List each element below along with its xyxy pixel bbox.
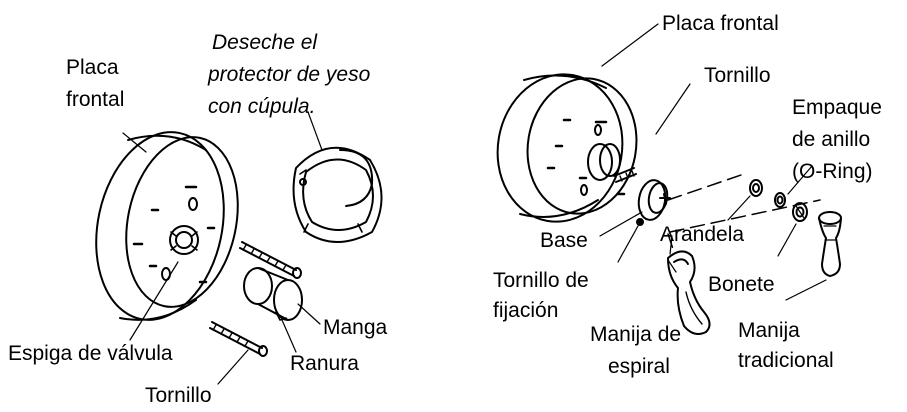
traditional-handle-drawing xyxy=(818,211,842,277)
washer-drawing xyxy=(749,179,763,197)
leader-left-faceplate xyxy=(122,132,147,153)
label-oring-line3: (O-Ring) xyxy=(792,160,873,183)
label-discard-line1: Deseche el xyxy=(212,31,318,54)
leader-washer xyxy=(727,195,751,221)
label-left-faceplate-line2: frontal xyxy=(66,88,125,111)
label-sleeve: Manga xyxy=(323,316,388,339)
left-faceplate-drawing xyxy=(95,131,239,321)
right-faceplate-drawing xyxy=(496,73,638,223)
leader-right-faceplate xyxy=(601,23,659,67)
label-slot: Ranura xyxy=(290,352,359,375)
label-right-faceplate: Placa frontal xyxy=(662,12,779,35)
leader-valve-stem xyxy=(129,261,179,341)
label-left-faceplate-line1: Placa xyxy=(66,56,119,79)
spiral-handle-drawing xyxy=(667,250,711,335)
plaster-guard-drawing xyxy=(292,146,383,243)
leader-oring xyxy=(787,165,813,195)
label-bonnet: Bonete xyxy=(708,273,775,296)
sleeve-drawing xyxy=(243,267,303,321)
leader-bonnet xyxy=(777,223,797,257)
label-traditional-handle-line1: Manija xyxy=(738,319,800,342)
leader-spiral-handle-link xyxy=(669,235,673,255)
label-valve-stem: Espiga de válvula xyxy=(8,342,173,365)
label-left-screw: Tornillo xyxy=(145,384,212,407)
leader-traditional-handle xyxy=(785,279,827,301)
label-washer: Arandela xyxy=(660,223,745,246)
label-discard-line2: protector de yeso xyxy=(208,63,371,86)
label-base: Base xyxy=(540,229,588,252)
right-screw-drawing xyxy=(613,167,637,183)
leader-left-screw xyxy=(217,349,249,385)
leader-right-screw xyxy=(655,83,691,135)
leader-sleeve xyxy=(297,303,321,325)
label-spiral-handle-line2: espiral xyxy=(608,355,670,378)
label-setscrew-line2: fijación xyxy=(493,299,559,322)
leader-base xyxy=(599,211,643,237)
oring-drawing xyxy=(774,192,786,208)
base-drawing xyxy=(636,179,671,226)
leader-slot xyxy=(281,319,297,353)
label-spiral-handle-line1: Manija de xyxy=(590,323,682,346)
leader-plaster-guard xyxy=(307,111,323,151)
left-long-screws-drawing xyxy=(209,241,302,357)
label-right-screw: Tornillo xyxy=(704,64,771,87)
leader-setscrew xyxy=(617,225,639,263)
bonnet-drawing xyxy=(792,202,808,222)
label-oring-line1: Empaque xyxy=(792,96,882,119)
label-oring-line2: de anillo xyxy=(792,128,871,151)
label-setscrew-line1: Tornillo de xyxy=(493,269,589,292)
label-discard-line3: con cúpula. xyxy=(208,95,316,118)
label-traditional-handle-line2: tradicional xyxy=(738,349,834,372)
